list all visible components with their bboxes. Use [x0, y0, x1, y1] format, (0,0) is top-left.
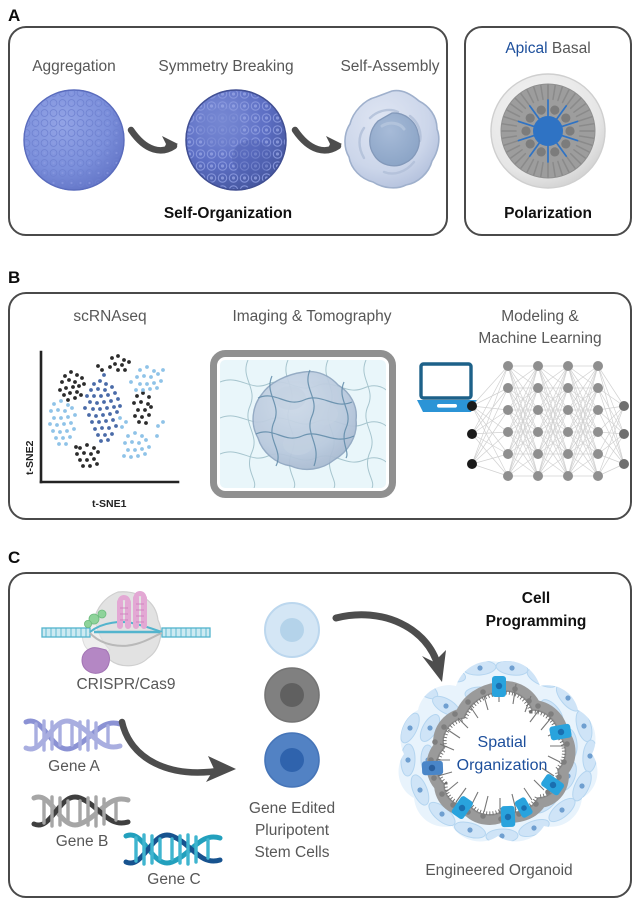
- label-gene-edited-line1: Gene Edited: [248, 800, 336, 817]
- caption-cell-programming-line1: Cell: [521, 590, 551, 607]
- graphic-stem-cell-blue: [262, 730, 322, 790]
- arrow-genes-to-cells: [112, 712, 260, 794]
- title-modeling-ml-line1: Modeling &: [501, 308, 579, 325]
- arrow-symmetry-to-self-assembly: [291, 120, 348, 160]
- graphic-laptop-icon: [416, 362, 478, 414]
- label-spatial-organization-line1: Spatial: [477, 734, 527, 751]
- graphic-stem-cell-light-blue: [262, 600, 322, 660]
- panel-label-a: A: [8, 6, 21, 25]
- title-modeling-ml-line2: Machine Learning: [478, 330, 602, 347]
- caption-cell-programming-line2: Programming: [485, 613, 587, 630]
- panel-label-c: C: [8, 548, 21, 567]
- arrow-cells-to-organoid: [330, 600, 458, 696]
- label-crispr: CRISPR/Cas9: [76, 676, 176, 693]
- graphic-lobed-organoid: [384, 648, 614, 856]
- graphic-organoid-blob: [340, 86, 444, 192]
- graphic-neural-network: [464, 358, 630, 506]
- panel-label-b: B: [8, 268, 21, 287]
- legend-apical: Apical: [505, 40, 548, 57]
- arrow-aggregation-to-symmetry: [127, 120, 184, 160]
- graphic-dna-helix-gene-c: [122, 828, 226, 870]
- label-engineered-organoid: Engineered Organoid: [425, 862, 573, 879]
- caption-self-organization: Self-Organization: [163, 205, 293, 222]
- stage-label-aggregation: Aggregation: [32, 58, 116, 75]
- axis-label-tsne2: t-SNE2: [24, 440, 36, 475]
- label-gene-b: Gene B: [55, 833, 109, 850]
- graphic-stem-cell-gray: [262, 665, 322, 725]
- graphic-dna-helix-gene-b: [30, 790, 134, 832]
- stage-label-self-assembly: Self-Assembly: [340, 58, 440, 75]
- title-imaging-tomography: Imaging & Tomography: [232, 308, 392, 325]
- label-gene-edited-line3: Stem Cells: [254, 844, 330, 861]
- label-spatial-organization-line2: Organization: [456, 757, 548, 774]
- graphic-tsne-scatter: [32, 348, 182, 496]
- label-gene-edited-line2: Pluripotent: [254, 822, 330, 839]
- polarization-legend: Apical Basal: [464, 40, 632, 58]
- caption-polarization: Polarization: [504, 205, 592, 222]
- graphic-tomography-frame: [210, 350, 396, 498]
- label-gene-a: Gene A: [48, 758, 100, 775]
- title-scrnaseq: scRNAseq: [73, 308, 147, 325]
- graphic-cell-sphere-uniform: [22, 88, 126, 192]
- graphic-crispr-cas9: [36, 588, 216, 678]
- graphic-dna-helix-gene-a: [22, 714, 126, 756]
- label-gene-c: Gene C: [147, 871, 201, 888]
- stage-label-symmetry-breaking: Symmetry Breaking: [158, 58, 294, 75]
- graphic-polarized-rosette: [489, 72, 607, 190]
- legend-basal: Basal: [551, 40, 591, 57]
- axis-label-tsne1: t-SNE1: [92, 498, 127, 510]
